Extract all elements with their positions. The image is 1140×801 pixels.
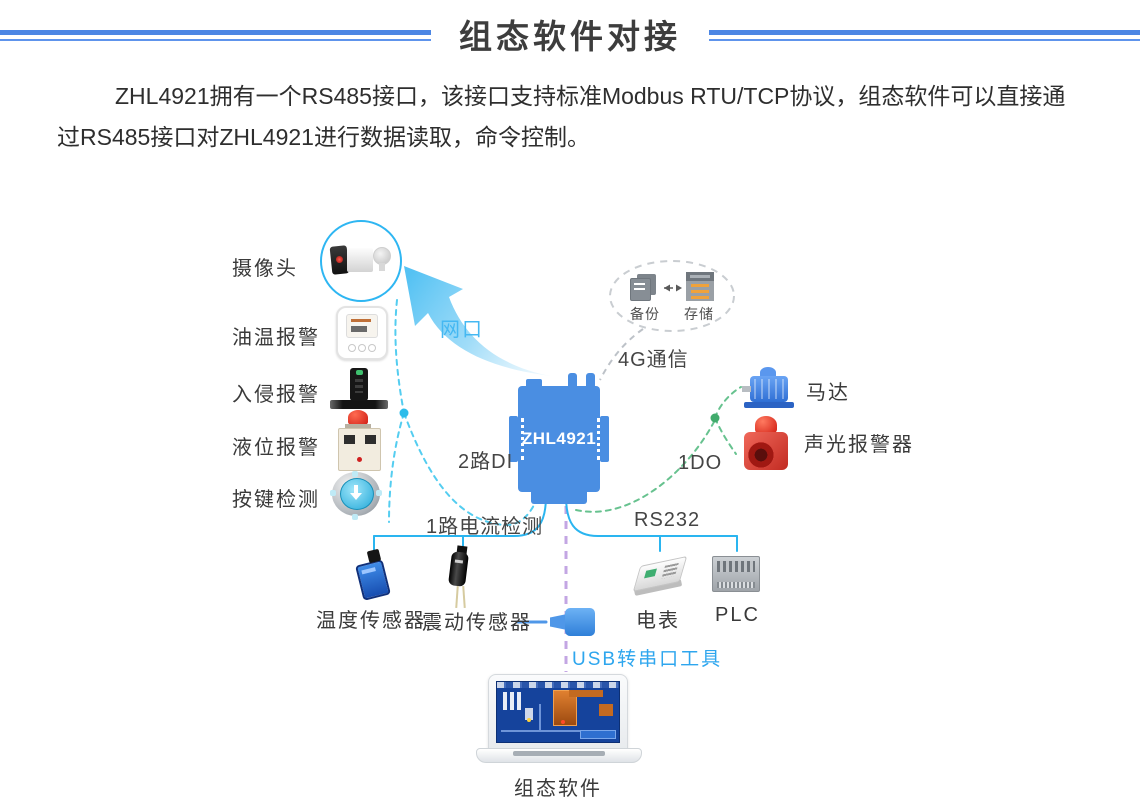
- label-liquid-level-alarm: 液位报警: [232, 437, 320, 459]
- label-motor: 马达: [806, 382, 850, 404]
- page-title: 组态软件对接: [459, 18, 681, 55]
- label-camera: 摄像头: [232, 258, 298, 280]
- temperature-sensor-icon: [350, 548, 392, 602]
- label-vibration-sensor: 震动传感器: [422, 612, 532, 634]
- energy-meter-icon: [628, 554, 690, 600]
- storage-icon: [686, 272, 714, 301]
- label-storage: 存储: [684, 306, 714, 322]
- label-intrusion-alarm: 入侵报警: [232, 384, 320, 406]
- usb-serial-adapter-icon: [543, 606, 597, 640]
- label-temperature-sensor: 温度传感器: [316, 610, 426, 632]
- label-scada-software: 组态软件: [514, 778, 602, 800]
- label-usb-serial-tool: USB转串口工具: [572, 649, 723, 670]
- label-backup: 备份: [630, 306, 660, 322]
- label-do-port: 1DO: [678, 452, 723, 474]
- network-arrow: [404, 266, 551, 376]
- intrusion-alarm-icon: [330, 368, 388, 412]
- bottom-connector: [531, 492, 587, 504]
- zhl4921-device: ZHL4921: [509, 373, 609, 504]
- label-oil-temp-alarm: 油温报警: [232, 327, 320, 349]
- label-di-port: 2路DI: [458, 451, 514, 473]
- label-meter: 电表: [636, 610, 680, 632]
- label-current-detect: 1路电流检测: [426, 516, 544, 538]
- scada-screen: [496, 681, 620, 743]
- sound-light-alarm-icon: [740, 416, 792, 474]
- page-header: 组态软件对接: [0, 0, 1140, 58]
- liquid-level-alarm-icon: [336, 410, 382, 472]
- push-button-icon: [330, 472, 382, 520]
- oil-temp-alarm-icon: [336, 306, 388, 360]
- label-lan-port: 网口: [440, 319, 484, 341]
- label-rs232-port: RS232: [634, 509, 701, 531]
- top-tab: [526, 379, 542, 387]
- plc-icon: [712, 556, 760, 592]
- connector-lines: [373, 260, 742, 672]
- antenna-stub-icon: [586, 373, 595, 387]
- antenna-stub-icon: [568, 373, 577, 387]
- label-plc: PLC: [715, 604, 760, 626]
- device-label: ZHL4921: [521, 429, 597, 448]
- title-rule-right: [709, 30, 1140, 41]
- topology-diagram: ZHL4921 摄像头 油温报警 入侵报警 液位报警 按键检测 网口 2路DI …: [0, 180, 1140, 800]
- title-rule-left: [0, 30, 431, 41]
- label-button-detect: 按键检测: [232, 489, 320, 511]
- intro-paragraph: ZHL4921拥有一个RS485接口，该接口支持标准Modbus RTU/TCP…: [57, 83, 1066, 150]
- camera-icon: [320, 220, 402, 302]
- motor-icon: [742, 366, 796, 412]
- label-sound-light-alarm: 声光报警器: [804, 434, 914, 456]
- backup-icon: [630, 274, 658, 301]
- mount-ear-left: [509, 416, 518, 462]
- mount-ear-right: [600, 416, 609, 462]
- vibration-sensor-icon: [440, 545, 480, 612]
- label-4g-comm: 4G通信: [618, 349, 689, 371]
- laptop-icon: [476, 674, 642, 766]
